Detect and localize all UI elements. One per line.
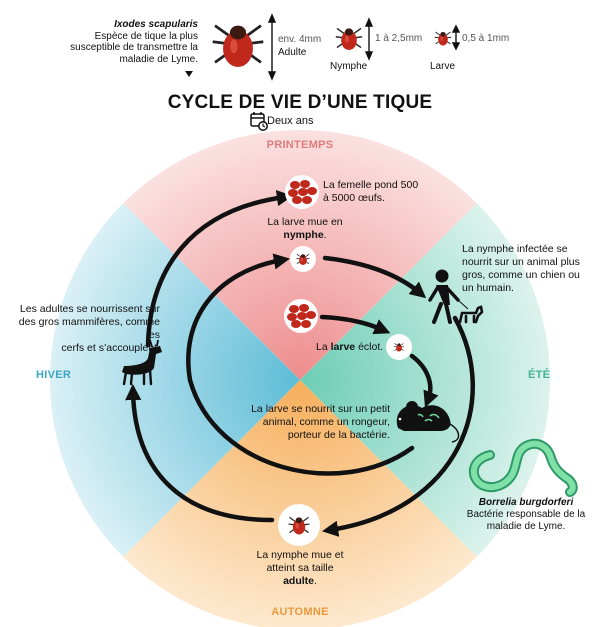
season-spring: PRINTEMPS [266, 139, 334, 151]
larva-size-label: 0,5 à 1mm [462, 33, 510, 44]
deer-icon [122, 339, 162, 386]
person-walking-dog-icon [428, 269, 484, 324]
season-summer: ÉTÉ [528, 369, 551, 381]
nymph-icon-spring [290, 246, 316, 272]
page-title: CYCLE DE VIE D’UNE TIQUE [167, 92, 433, 113]
nymph-size-arrow [364, 17, 374, 61]
duration-label: Deux ans [267, 115, 314, 127]
quadrant-autumn [123, 380, 477, 627]
season-winter: HIVER [36, 369, 72, 381]
calendar-icon [250, 112, 268, 131]
step-larva-hatch: La larve éclot. [316, 341, 384, 353]
arrow-molt-nymph-to-nymph-feeds [322, 255, 427, 299]
arrow-eggs-to-larva-hatch [319, 314, 391, 335]
adult-size-label: env. 4mm [278, 34, 322, 45]
species-name: Ixodes scapularis [114, 19, 198, 30]
legend-pointer-triangle [185, 71, 193, 77]
nymph-size-label: 1 à 2,5mm [375, 33, 423, 44]
bacteria-label: Borrelia burgdorferi Bactérie responsabl… [466, 497, 586, 532]
arrow-nymph-feeds-to-adult-molt [321, 315, 476, 537]
adult-size-arrow [267, 13, 277, 81]
larva-icon-hatch [386, 334, 412, 360]
arrow-adults-to-eggs [145, 190, 294, 348]
arrow-larva-feeds-to-molt-nymph [186, 253, 415, 476]
step-adult-molt: La nymphe mue et atteint sa taille adult… [256, 549, 344, 587]
nymph-tick-size-icon [335, 27, 363, 51]
arrow-larva-hatch-to-larva-feeds [409, 353, 439, 408]
nymph-label: Nymphe [330, 61, 368, 72]
larva-label: Larve [430, 61, 456, 72]
season-autumn: AUTOMNE [271, 606, 329, 618]
rodent-icon [396, 401, 460, 443]
quadrant-winter [49, 203, 301, 557]
eggs-icon-top [285, 175, 319, 209]
larva-tick-size-icon [434, 31, 452, 46]
adult-label: Adulte [278, 47, 307, 58]
adult-tick-icon-autumn [278, 504, 320, 546]
quadrant-summer [300, 203, 551, 557]
step-larva-feeds: La larve se nourrit sur un petit animal,… [251, 403, 390, 441]
step-nymph-feeds: La nymphe infectée se nourrit sur un ani… [462, 243, 580, 294]
arrow-adult-molt-to-adults [125, 383, 275, 523]
step-adults-feed: Les adultes se nourrissent sur des gros … [18, 303, 160, 354]
species-description: Espèce de tique la plus susceptible de t… [70, 30, 198, 65]
larva-size-arrow [451, 24, 461, 51]
eggs-icon-center [284, 299, 318, 333]
species-legend: Ixodes scapularis Espèce de tique la plu… [70, 19, 198, 65]
adult-tick-size-icon [211, 24, 265, 69]
bacteria-icon [468, 438, 578, 497]
